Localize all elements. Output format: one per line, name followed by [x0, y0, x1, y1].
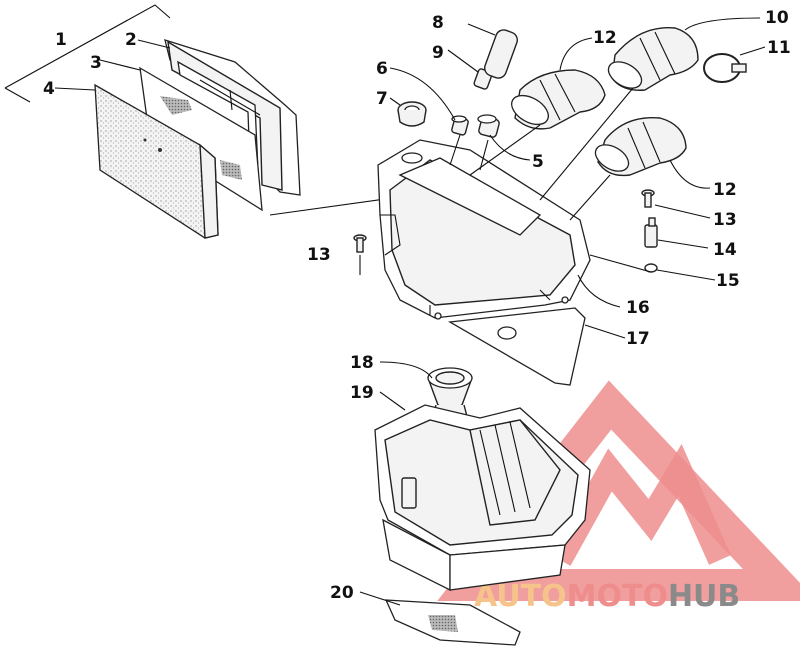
callout-1: 1 [55, 30, 67, 50]
part-16-airbox-cover [377, 139, 591, 320]
callout-20: 20 [330, 583, 354, 603]
leader-lines [54, 17, 766, 606]
callout-2: 2 [125, 30, 137, 50]
callout-17: 17 [626, 329, 650, 349]
callout-15: 15 [716, 271, 740, 291]
part-12-duct-lower [594, 116, 687, 177]
part-19-airbox-base [374, 404, 591, 592]
part-20-lower-gasket [384, 599, 521, 646]
callout-7: 7 [376, 89, 388, 109]
watermark-moto: MOTO [567, 579, 668, 614]
part-13-screw-left [353, 234, 367, 253]
part-7-grommet [397, 101, 427, 127]
callout-12-lower: 12 [713, 180, 737, 200]
part-10-duct [607, 27, 699, 91]
svg-text:AUTOMOTOHUB: AUTOMOTOHUB [474, 579, 740, 614]
watermark-hub: HUB [668, 579, 740, 614]
callout-11: 11 [767, 38, 791, 58]
part-2-filter-frame [164, 39, 301, 196]
callout-labels: 1 2 3 4 5 6 7 8 9 10 11 12 12 13 13 14 1… [43, 8, 791, 603]
callout-8: 8 [432, 13, 444, 33]
callout-5: 5 [532, 152, 544, 172]
callout-4: 4 [43, 79, 55, 99]
callout-14: 14 [713, 240, 737, 260]
callout-16: 16 [626, 298, 650, 318]
part-4-foam-filter [94, 83, 219, 239]
callout-6: 6 [376, 59, 388, 79]
callout-9: 9 [432, 43, 444, 63]
part-17-gasket [447, 307, 586, 386]
part-6-sleeve [451, 115, 469, 136]
callout-10: 10 [765, 8, 789, 28]
part-11-clamp [703, 53, 747, 83]
part-5-sleeve [477, 114, 500, 138]
callout-19: 19 [350, 383, 374, 403]
callout-12-upper: 12 [593, 28, 617, 48]
part-13-screw-right [641, 189, 655, 208]
callout-3: 3 [90, 53, 102, 73]
part-14-sensor [644, 217, 658, 248]
callout-13-right: 13 [713, 210, 737, 230]
part-8-tube [484, 29, 518, 79]
watermark-m-shape [549, 444, 731, 566]
callout-18: 18 [350, 353, 374, 373]
part-12-duct-upper [511, 69, 606, 130]
callout-13-left: 13 [307, 245, 331, 265]
